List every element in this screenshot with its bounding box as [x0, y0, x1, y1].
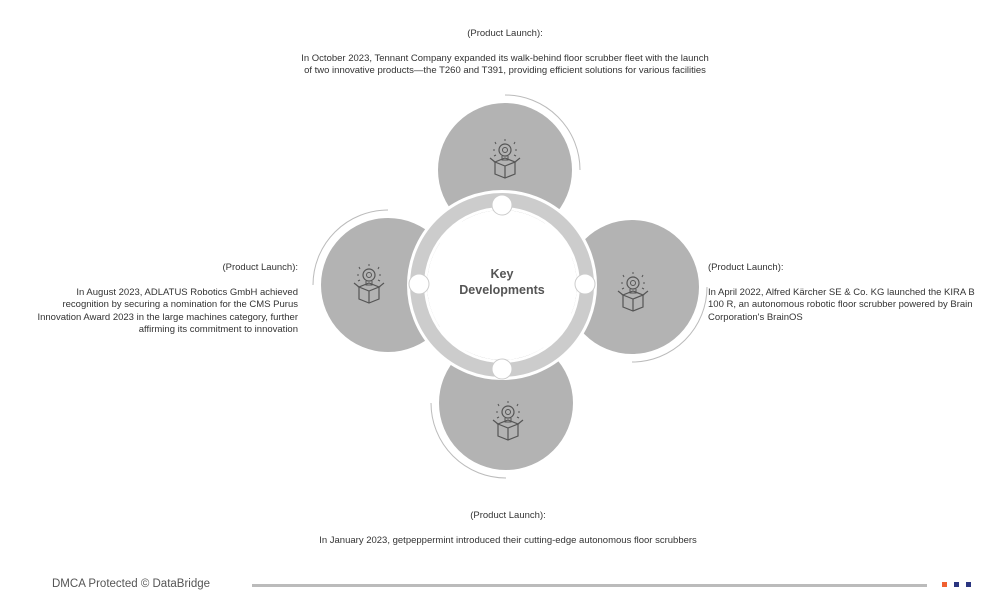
- item-label: (Product Launch):: [222, 262, 298, 273]
- decor-arc-right: [631, 286, 708, 363]
- footer-divider: [252, 584, 927, 587]
- item-text: In April 2022, Alfred Kärcher SE & Co. K…: [708, 286, 975, 323]
- decor-arc-left: [312, 209, 389, 286]
- dot-right: [574, 273, 596, 295]
- brand-square-orange: [942, 582, 947, 587]
- dot-bottom: [491, 358, 513, 380]
- item-text: In August 2023, ADLATUS Robotics GmbH ac…: [37, 286, 298, 336]
- dot-top: [491, 194, 513, 216]
- item-text: In January 2023, getpeppermint introduce…: [319, 534, 697, 546]
- decor-arc-bottom: [430, 402, 507, 479]
- center-disc: [427, 210, 577, 360]
- circle-right: [565, 220, 699, 354]
- brand-square-navy: [966, 582, 971, 587]
- item-label: (Product Launch):: [470, 510, 546, 521]
- dot-left: [408, 273, 430, 295]
- decor-arc-top: [504, 94, 581, 171]
- item-left: (Product Launch): In August 2023, ADLATU…: [30, 262, 298, 337]
- title-line1: Key: [490, 267, 514, 281]
- brand-square-navy: [954, 582, 959, 587]
- item-right: (Product Launch): In April 2022, Alfred …: [708, 262, 983, 324]
- item-label: (Product Launch):: [708, 262, 784, 273]
- footer-text: DMCA Protected © DataBridge: [52, 578, 211, 590]
- item-top: (Product Launch): In October 2023, Tenna…: [300, 28, 710, 78]
- center-title: Key Developments: [447, 266, 557, 298]
- item-text: In October 2023, Tennant Company expande…: [301, 52, 709, 77]
- item-label: (Product Launch):: [467, 28, 543, 39]
- item-bottom: (Product Launch): In January 2023, getpe…: [318, 510, 698, 547]
- title-line2: Developments: [459, 283, 545, 297]
